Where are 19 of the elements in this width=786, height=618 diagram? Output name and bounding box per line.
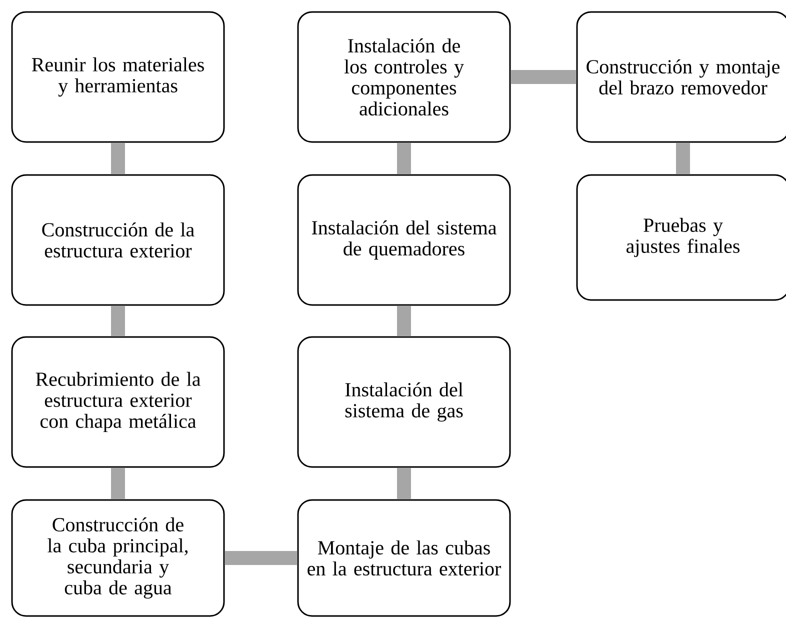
connector-bar [111,306,125,336]
process-box: Construcción de la cuba principal, secundaria y cuba de agua [11,499,225,617]
process-box: Instalación de los controles y componentes adicionales [297,11,511,143]
connector-bar [111,468,125,500]
connector-bar [676,142,690,174]
process-box: Montaje de las cubas en la estructura exterior [297,499,511,617]
connector-bar [510,70,576,84]
connector-bar [397,468,411,500]
process-box: Instalación del sistema de gas [297,336,511,468]
process-box: Recubrimiento de la estructura exterior con chapa metálica [11,336,225,468]
process-box: Instalación del sistema de quemadores [297,174,511,306]
process-box: Construcción y montaje del brazo removedor [576,11,786,143]
process-box: Construcción de la estructura exterior [11,174,225,306]
connector-bar [397,306,411,336]
connector-bar [397,142,411,174]
process-box: Reunir los materiales y herramientas [11,11,225,143]
connector-bar [224,551,298,565]
connector-bar [111,142,125,174]
process-box: Pruebas y ajustes finales [576,174,786,301]
